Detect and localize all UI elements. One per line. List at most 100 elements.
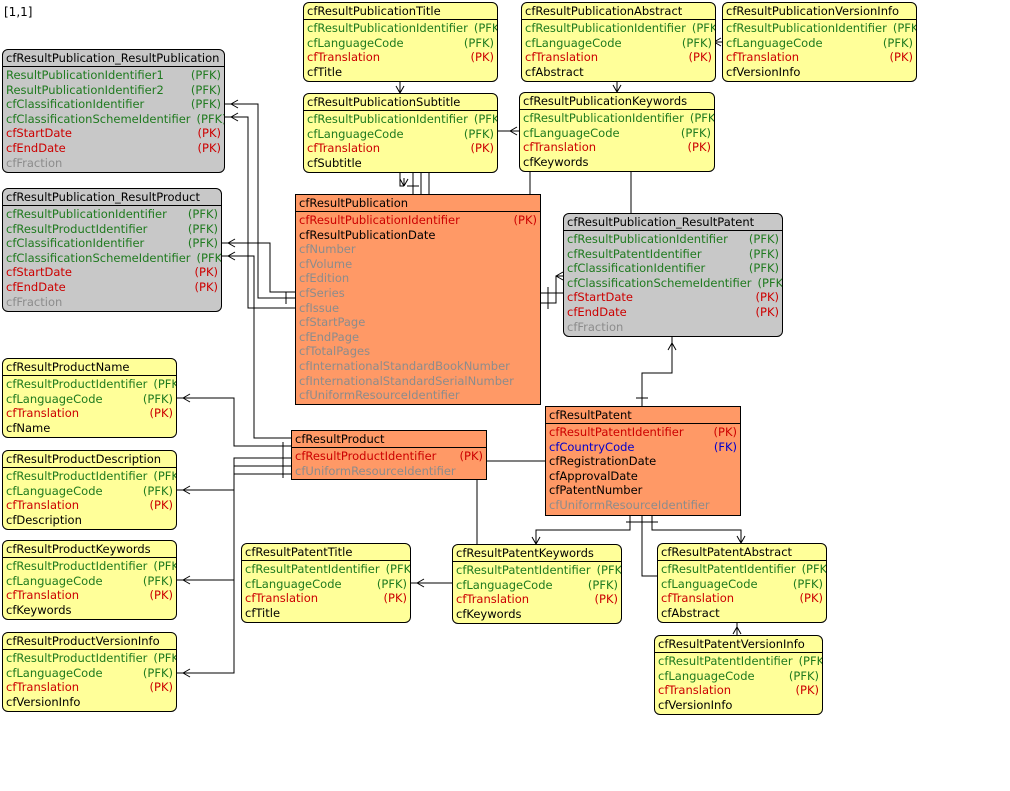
attribute-row: cfIssue xyxy=(299,301,537,316)
attribute-row: cfTranslation(PK) xyxy=(523,140,711,155)
attribute-row: cfTranslation(PK) xyxy=(307,141,494,156)
attribute-row: cfClassificationSchemeIdentifier(PFK) xyxy=(6,251,221,266)
attribute-row: cfUniformResourceIdentifier xyxy=(295,464,483,479)
attribute-row: cfFraction xyxy=(6,295,218,310)
attribute-key: (PFK) xyxy=(748,246,779,261)
relationship-line xyxy=(399,171,404,187)
attribute-row: cfResultPublicationIdentifier(PK) xyxy=(299,213,537,228)
attribute-row: ResultPublicationIdentifier1(PFK) xyxy=(6,68,221,83)
entity-attributes: cfResultPublicationIdentifier(PK)cfResul… xyxy=(296,212,540,404)
attribute-name: cfResultPatentIdentifier xyxy=(567,246,702,261)
attribute-row: cfTranslation(PK) xyxy=(525,50,712,65)
relationship-line xyxy=(220,242,295,293)
attribute-key: (PK) xyxy=(149,588,173,603)
attribute-name: cfResultPatentIdentifier xyxy=(658,654,793,668)
entity-attributes: cfResultProductIdentifier(PFK)cfLanguage… xyxy=(3,650,176,711)
attribute-name: cfStartPage xyxy=(299,315,366,330)
entity-title: cfResultPublicationSubtitle xyxy=(304,94,497,111)
attribute-name: cfResultPublicationIdentifier xyxy=(6,207,167,221)
attribute-key: (PFK) xyxy=(187,236,218,251)
relationship-line xyxy=(651,514,742,543)
attribute-row: cfLanguageCode(PFK) xyxy=(525,36,712,51)
attribute-name: cfLanguageCode xyxy=(6,665,103,680)
attribute-name: cfResultProductIdentifier xyxy=(295,449,437,463)
attribute-row: cfTranslation(PK) xyxy=(661,591,823,606)
attribute-row: cfSeries xyxy=(299,286,537,301)
entity-title: cfResultPublication_ResultPublication xyxy=(3,50,224,67)
attribute-key: (PFK) xyxy=(748,232,779,246)
attribute-row: cfNumber xyxy=(299,242,537,257)
attribute-row: cfTranslation(PK) xyxy=(307,50,494,65)
attribute-name: cfLanguageCode xyxy=(6,391,103,406)
entity-attributes: cfResultPublicationIdentifier(PFK)cfResu… xyxy=(564,231,782,336)
attribute-name: cfFraction xyxy=(6,155,63,170)
entity-title: cfResultPatent xyxy=(546,407,740,424)
attribute-name: ResultPublicationIdentifier1 xyxy=(6,68,164,82)
attribute-name: cfTitle xyxy=(307,64,343,79)
attribute-key: (PFK) xyxy=(142,665,173,680)
attribute-name: cfInternationalStandardBookNumber xyxy=(299,358,510,373)
crows-foot-marker xyxy=(227,242,236,248)
attribute-key: (PFK) xyxy=(463,35,494,50)
relationship-line xyxy=(641,514,657,577)
entity-attributes: cfResultProductIdentifier(PFK)cfLanguage… xyxy=(3,376,176,437)
attribute-key: (PFK) xyxy=(142,573,173,588)
attribute-name: cfEndPage xyxy=(299,329,360,344)
entity-title: cfResultProductDescription xyxy=(3,451,176,468)
entity-attributes: cfResultPatentIdentifier(PFK)cfLanguageC… xyxy=(242,561,410,622)
crows-foot-marker xyxy=(182,579,191,585)
entity-attributes: cfResultPublicationIdentifier(PFK)cfLang… xyxy=(304,20,497,81)
crows-foot-marker xyxy=(667,342,673,351)
attribute-key: (PK) xyxy=(688,50,712,65)
attribute-key: (PFK) xyxy=(196,111,225,126)
attribute-row: cfTranslation(PK) xyxy=(6,588,173,603)
crows-foot-marker xyxy=(182,393,191,399)
attribute-row: cfLanguageCode(PFK) xyxy=(726,36,913,51)
attribute-row: cfInternationalStandardSerialNumber xyxy=(299,374,537,389)
crows-foot-marker xyxy=(612,84,618,93)
attribute-name: cfLanguageCode xyxy=(6,483,103,498)
attribute-key: (PFK) xyxy=(792,576,823,591)
attribute-name: cfLanguageCode xyxy=(726,35,823,50)
crows-foot-marker xyxy=(616,84,622,93)
entity-title: cfResultPublication_ResultPatent xyxy=(564,214,782,231)
attribute-row: cfResultPatentIdentifier(PFK) xyxy=(456,563,621,578)
entity-title: cfResultPublication xyxy=(296,195,540,212)
attribute-key: (PFK) xyxy=(680,125,711,140)
attribute-key: (PFK) xyxy=(385,562,411,576)
attribute-row: cfFraction xyxy=(567,320,779,335)
attribute-key: (PFK) xyxy=(892,21,916,35)
attribute-row: cfLanguageCode(PFK) xyxy=(245,577,407,592)
attribute-name: cfFraction xyxy=(567,319,624,334)
attribute-key: (PFK) xyxy=(153,469,176,483)
entity-title: cfResultPublicationTitle xyxy=(304,3,497,20)
attribute-name: cfDescription xyxy=(6,512,82,527)
entity-attributes: cfResultPublicationIdentifier(PFK)cfLang… xyxy=(723,20,916,81)
attribute-name: cfLanguageCode xyxy=(525,35,622,50)
attribute-name: cfClassificationIdentifier xyxy=(6,236,145,251)
attribute-row: cfTranslation(PK) xyxy=(6,406,173,421)
attribute-row: cfLanguageCode (PFK) xyxy=(6,666,173,681)
crows-foot-marker xyxy=(227,251,236,257)
attribute-row: cfLanguageCode(PFK) xyxy=(658,669,819,684)
attribute-key: (PK) xyxy=(459,449,483,463)
